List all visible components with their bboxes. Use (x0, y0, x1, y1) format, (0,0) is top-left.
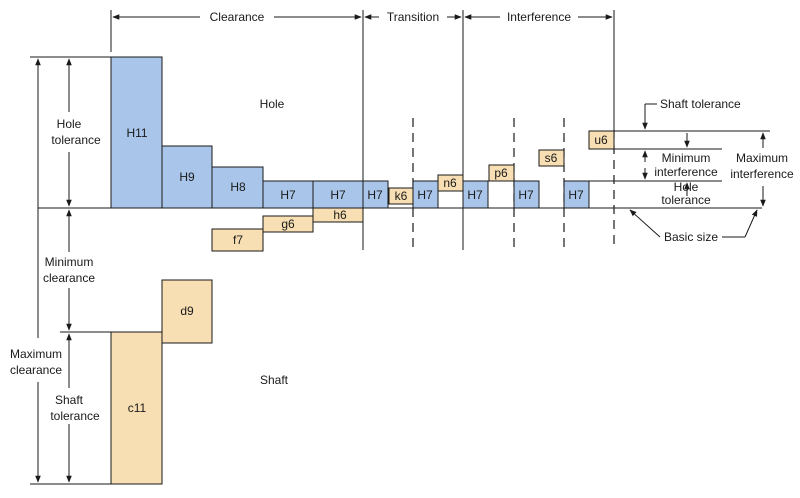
hole-block-h7 (262, 180, 314, 209)
max-interference-line2: interference (730, 167, 794, 181)
hole-block-label: H7 (568, 188, 584, 202)
hole-block-label: H7 (280, 188, 296, 202)
clearance-label: Clearance (210, 10, 265, 24)
left-hole-tolerance-line1: Hole (57, 117, 82, 131)
hole-block-h11 (110, 56, 163, 209)
shaft-block-c11 (110, 331, 163, 485)
shaft-block-label: f7 (233, 233, 243, 247)
max-interference-line1: Maximum (736, 151, 788, 165)
shaft-block-u6 (588, 130, 615, 150)
min-interference-line1: Minimum (662, 151, 711, 165)
shaft-block-s6 (538, 149, 565, 167)
hole-block-h7 (462, 180, 489, 209)
hole-block-label: H7 (467, 188, 483, 202)
left-shaft-tolerance-line2: tolerance (50, 409, 100, 423)
shaft-blocks: c11 d9 f7 g6 h6 k6 n6 p6 s6 u6 (110, 130, 615, 485)
hole-block-label: H7 (367, 188, 383, 202)
right-hole-tolerance-line2: tolerance (661, 193, 711, 207)
shaft-block-k6 (388, 187, 414, 205)
right-shaft-tolerance-label: Shaft tolerance (660, 97, 741, 111)
shaft-block-g6 (262, 215, 314, 233)
shaft-block-h6 (312, 207, 364, 223)
shaft-block-label: d9 (180, 304, 194, 318)
max-clearance-label-line1: Maximum (10, 347, 62, 361)
shaft-block-p6 (488, 164, 515, 182)
hole-block-h8 (211, 166, 264, 209)
max-clearance-label-line2: clearance (10, 363, 62, 377)
basic-size-leader-left (629, 209, 661, 238)
transition-label: Transition (387, 10, 439, 24)
interference-label: Interference (507, 10, 571, 24)
basic-size-label: Basic size (664, 230, 718, 244)
left-dimensions: Maximum clearance Hole tolerance Minimum… (10, 56, 111, 485)
shaft-block-label: c11 (128, 401, 147, 415)
shaft-block-label: s6 (545, 151, 558, 165)
hole-block-h7 (362, 180, 389, 209)
right-hole-tolerance-line1: Hole (674, 180, 699, 194)
shaft-block-n6 (437, 174, 464, 192)
hole-block-h9 (161, 145, 213, 209)
left-hole-tolerance-line2: tolerance (51, 133, 101, 147)
hole-block-label: H9 (179, 170, 195, 184)
hole-block-h7 (563, 180, 590, 209)
min-clearance-line2: clearance (43, 271, 95, 285)
hole-block-h7 (312, 180, 364, 209)
shaft-block-d9 (161, 279, 213, 344)
min-clearance-line1: Minimum (45, 255, 94, 269)
shaft-block-label: p6 (494, 166, 508, 180)
shaft-block-label: n6 (443, 176, 457, 190)
hole-block-label: H8 (230, 180, 246, 194)
left-shaft-tolerance-line1: Shaft (55, 393, 84, 407)
min-interference-line2: interference (654, 165, 718, 179)
shaft-region-label: Shaft (260, 373, 289, 387)
basic-size-leader-right (744, 209, 758, 238)
hole-block-label: H11 (126, 126, 147, 140)
shaft-block-f7 (211, 228, 264, 252)
hole-block-label: H7 (518, 188, 534, 202)
shaft-block-label: g6 (281, 217, 295, 231)
shaft-block-label: u6 (594, 133, 608, 147)
category-brackets: Clearance Transition Interference (110, 10, 615, 250)
hole-block-label: H7 (330, 188, 346, 202)
hole-block-h7 (513, 180, 540, 209)
hole-block-h7 (412, 180, 439, 209)
shaft-block-label: h6 (333, 208, 347, 222)
shaft-block-label: k6 (395, 189, 408, 203)
hole-blocks: H11 H9 H8 H7 H7 H7 H7 H7 H7 H7 (110, 56, 590, 209)
hole-region-label: Hole (260, 97, 285, 111)
hole-block-label: H7 (417, 188, 433, 202)
right-dimensions: Shaft tolerance Minimum interference Hol… (589, 97, 794, 244)
